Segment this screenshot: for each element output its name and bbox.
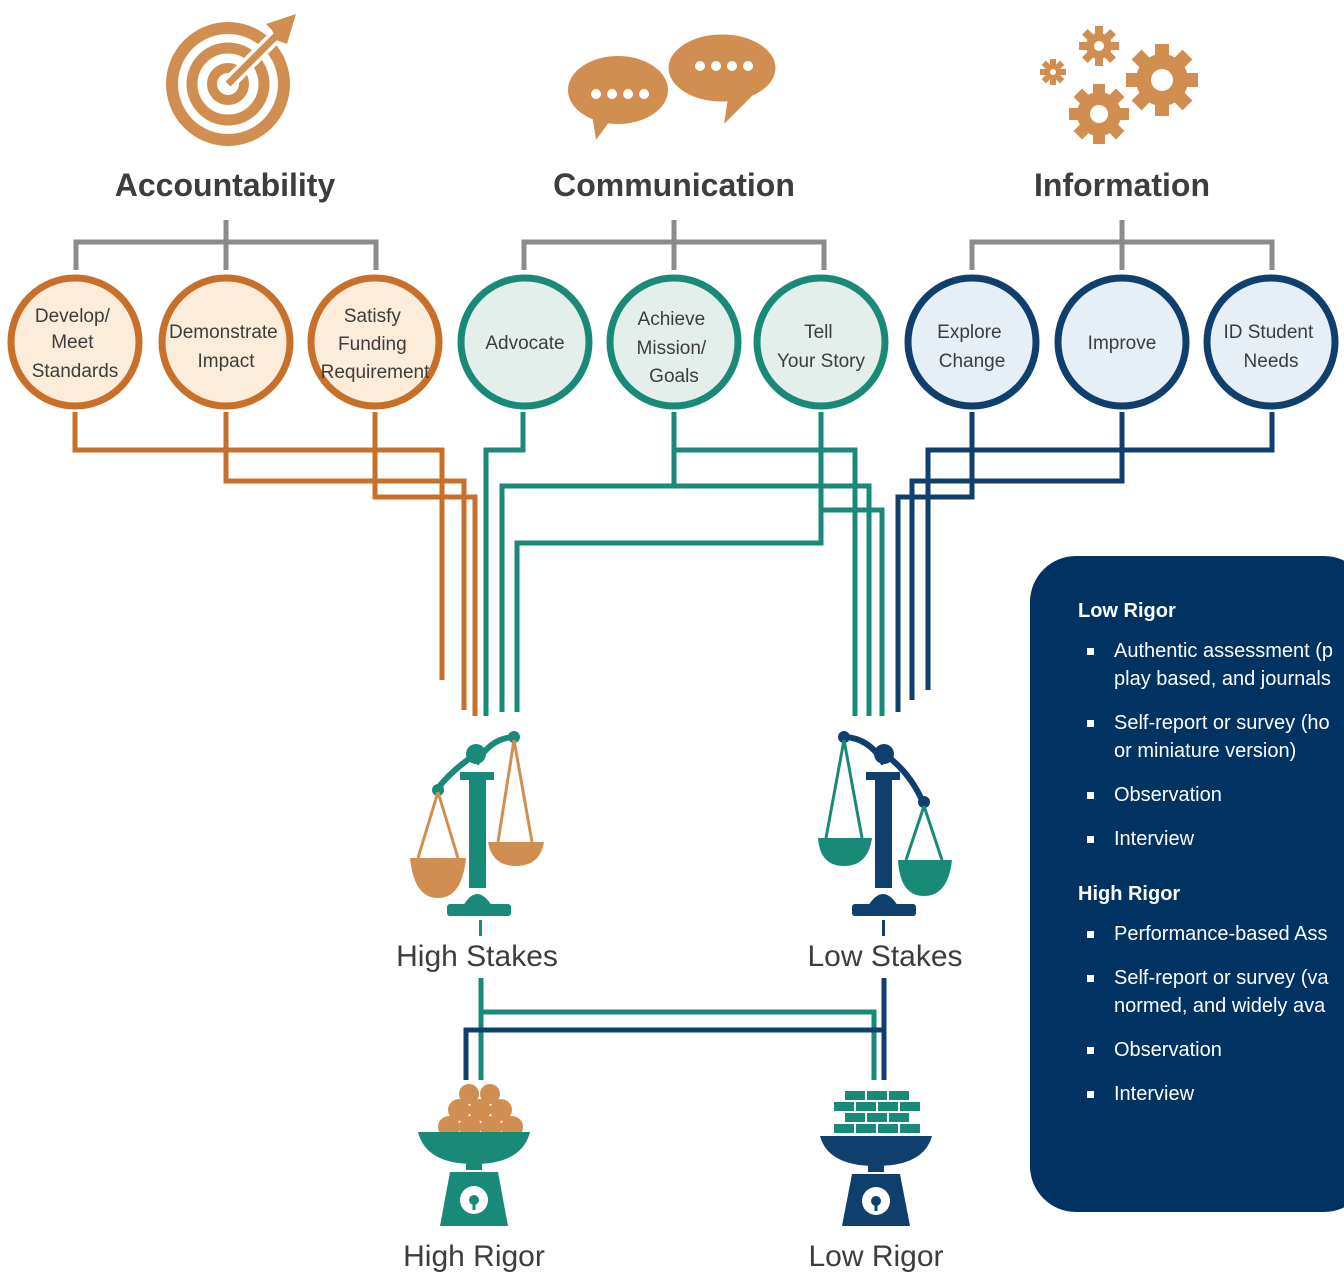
list-item: Self-report or survey (ho or miniature v… — [1078, 709, 1344, 765]
circle-label: ID Student Needs — [1223, 322, 1318, 372]
rigor-legend-panel: Low Rigor Authentic assessment (p play b… — [1030, 556, 1344, 1212]
rigor-connectors — [463, 978, 887, 1080]
circle-tell-your-story: Tell Your Story — [753, 274, 889, 410]
list-item: Self-report or survey (va normed, and wi… — [1078, 964, 1344, 1020]
heading-accountability: Accountability — [115, 167, 336, 203]
low-rigor-label: Low Rigor — [808, 1240, 943, 1273]
circle-label: Demonstrate Impact — [169, 322, 283, 372]
list-item: Performance-based Ass — [1078, 920, 1344, 948]
circle-demonstrate-impact: Demonstrate Impact — [158, 274, 294, 410]
high-rigor-label: High Rigor — [403, 1240, 545, 1273]
circle-id-student-needs: ID Student Needs — [1203, 274, 1339, 410]
legend-low-rigor-heading: Low Rigor — [1078, 600, 1176, 622]
circle-label: Explore Change — [937, 322, 1007, 372]
low-stakes-balance-scale-icon — [818, 731, 952, 936]
high-rigor-weighing-scale-icon — [418, 1084, 530, 1226]
gears-icon — [1040, 26, 1198, 144]
circle-improve: Improve — [1054, 274, 1190, 410]
circle-label: Achieve Mission/ Goals — [637, 309, 712, 387]
circle-label: Improve — [1088, 333, 1157, 354]
list-item: Authentic assessment (p play based, and … — [1078, 637, 1344, 693]
gray-brackets — [73, 220, 1275, 270]
list-item: Observation — [1078, 1036, 1344, 1064]
high-stakes-balance-scale-icon — [410, 731, 544, 936]
circle-develop-meet-standards: Develop/ Meet Standards — [7, 274, 143, 410]
legend-high-rigor-list: Performance-based Ass Self-report or sur… — [1078, 920, 1344, 1108]
circle-explore-change: Explore Change — [904, 274, 1040, 410]
heading-communication: Communication — [553, 167, 795, 203]
orange-connectors — [72, 412, 478, 716]
circle-label: Advocate — [485, 333, 564, 354]
list-item: Observation — [1078, 781, 1344, 809]
circle-label: Satisfy Funding Requirement — [321, 306, 430, 383]
circle-achieve-mission-goals: Achieve Mission/ Goals — [606, 274, 742, 410]
low-rigor-weighing-scale-icon — [820, 1091, 932, 1226]
circle-satisfy-funding-requirement: Satisfy Funding Requirement — [307, 274, 443, 410]
legend-high-rigor-heading: High Rigor — [1078, 883, 1181, 905]
speech-bubbles-icon — [568, 29, 781, 140]
teal-connectors — [483, 412, 885, 716]
high-stakes-label: High Stakes — [396, 940, 558, 973]
circle-label: Tell Your Story — [777, 322, 866, 372]
low-stakes-label: Low Stakes — [807, 940, 962, 973]
circle-advocate: Advocate — [457, 274, 593, 410]
target-icon — [166, 14, 296, 146]
legend-low-rigor-list: Authentic assessment (p play based, and … — [1078, 637, 1344, 853]
list-item: Interview — [1078, 825, 1344, 853]
list-item: Interview — [1078, 1080, 1344, 1108]
circle-label: Develop/ Meet Standards — [32, 306, 119, 382]
navy-connectors — [895, 412, 1275, 712]
heading-information: Information — [1034, 167, 1210, 203]
